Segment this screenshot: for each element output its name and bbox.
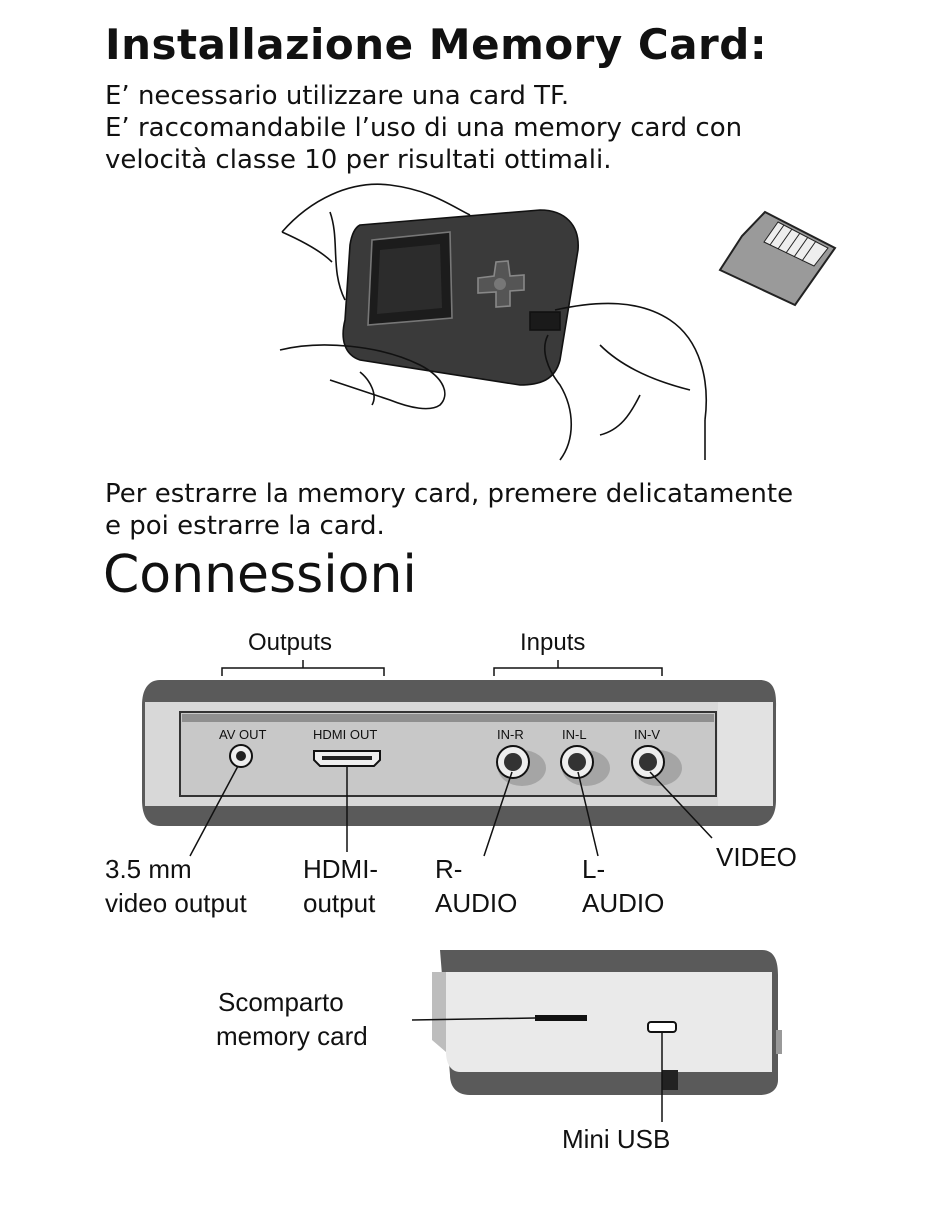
av-out-port-label: AV OUT — [219, 727, 267, 742]
r-audio-callout-line1: R- — [435, 854, 463, 884]
hdmi-callout-line1: HDMI- — [303, 854, 379, 884]
in-l-port-label: IN-L — [562, 727, 587, 742]
outputs-group-label: Outputs — [248, 629, 333, 656]
connections-side-panel — [411, 950, 782, 1122]
l-audio-callout-line1: L- — [582, 854, 606, 884]
class10-recommendation-line1: E’ raccomandabile l’uso di una memory ca… — [105, 113, 743, 143]
connections-front-panel — [142, 660, 777, 857]
in-v-port-label: IN-V — [634, 727, 660, 742]
l-audio-callout-line2: AUDIO — [582, 888, 665, 918]
hdmi-out-port-label: HDMI OUT — [313, 727, 378, 742]
class10-recommendation-line2: velocità classe 10 per risultati ottimal… — [105, 145, 612, 175]
remove-card-line2: e poi estrarre la card. — [105, 511, 385, 541]
inputs-group-label: Inputs — [520, 629, 586, 656]
micro-sd-card-icon — [718, 210, 837, 307]
av-callout-line2: video output — [105, 888, 247, 918]
tf-card-requirement: E’ necessario utilizzare una card TF. — [105, 81, 570, 111]
slot-callout-line1: Scomparto — [218, 987, 344, 1017]
r-audio-callout-line2: AUDIO — [435, 888, 518, 918]
mini-usb-callout: Mini USB — [562, 1124, 671, 1154]
device-insert-illustration — [279, 183, 708, 461]
connections-title: Connessioni — [103, 545, 417, 605]
memory-card-title: Installazione Memory Card: — [105, 20, 768, 69]
video-callout: VIDEO — [716, 842, 797, 872]
av-callout-line1: 3.5 mm — [105, 854, 192, 884]
hdmi-callout-line2: output — [303, 888, 376, 918]
slot-callout-line2: memory card — [216, 1021, 368, 1051]
in-r-port-label: IN-R — [497, 727, 524, 742]
remove-card-line1: Per estrarre la memory card, premere del… — [105, 479, 794, 509]
